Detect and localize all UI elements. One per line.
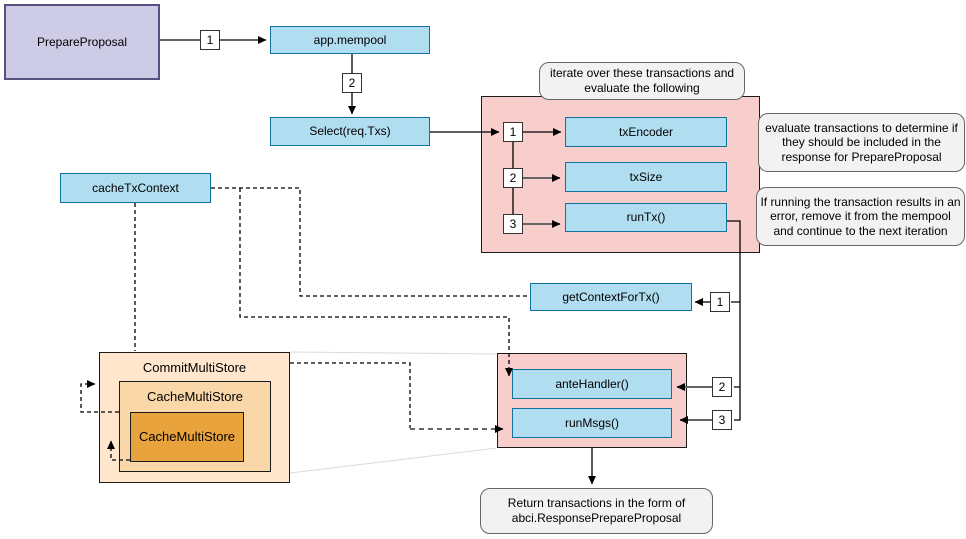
select-txs-label: Select(req.Txs) (309, 124, 391, 139)
badge-call-2-label: 2 (718, 380, 726, 394)
cache-multi-store-inner-label: CacheMultiStore (138, 429, 236, 445)
note-evaluate-text: evaluate transactions to determine if th… (765, 120, 958, 164)
dashed-store-to-runmsgs-a (290, 362, 411, 428)
badge-step-3: 3 (503, 214, 523, 234)
note-iterate-text: iterate over these transactions and eval… (549, 66, 735, 95)
badge-call-3: 3 (712, 410, 732, 430)
assoc-line-top (289, 351, 498, 355)
run-msgs-label: runMsgs() (564, 415, 619, 430)
note-return: Return transactions in the form of abci.… (480, 488, 713, 534)
tx-encoder-node: txEncoder (565, 117, 727, 147)
badge-call-3-label: 3 (718, 413, 726, 427)
run-tx-label: runTx() (626, 210, 666, 225)
cache-multi-store-inner-box: CacheMultiStore (130, 412, 244, 462)
run-msgs-node: runMsgs() (512, 408, 672, 438)
badge-flow-2: 2 (342, 73, 362, 93)
cache-tx-context-node: cacheTxContext (60, 173, 211, 203)
badge-flow-2-label: 2 (348, 76, 356, 90)
tx-size-label: txSize (629, 169, 663, 184)
get-context-for-tx-node: getContextForTx() (530, 283, 692, 311)
get-context-for-tx-label: getContextForTx() (562, 289, 660, 304)
ante-handler-label: anteHandler() (555, 376, 629, 391)
prepare-proposal-label: PrepareProposal (36, 34, 128, 49)
select-txs-node: Select(req.Txs) (270, 117, 430, 146)
run-tx-node: runTx() (565, 203, 727, 232)
badge-step-1-label: 1 (509, 125, 517, 139)
note-return-text: Return transactions in the form of abci.… (507, 496, 686, 525)
badge-step-3-label: 3 (509, 217, 517, 231)
note-evaluate: evaluate transactions to determine if th… (758, 113, 965, 172)
prepare-proposal-node: PrepareProposal (4, 4, 160, 80)
note-on-error: If running the transaction results in an… (756, 187, 965, 246)
badge-flow-1-label: 1 (206, 33, 214, 47)
tx-size-node: txSize (565, 162, 727, 192)
badge-step-2-label: 2 (509, 171, 517, 185)
badge-step-2: 2 (503, 168, 523, 188)
cache-tx-context-label: cacheTxContext (92, 180, 179, 195)
badge-flow-1: 1 (200, 30, 220, 50)
ante-handler-node: anteHandler() (512, 369, 672, 399)
badge-call-1-label: 1 (716, 295, 724, 309)
note-on-error-text: If running the transaction results in an… (760, 194, 961, 238)
cache-multi-store-label: CacheMultiStore (146, 389, 244, 404)
badge-call-1: 1 (710, 292, 730, 312)
dashed-ctx-to-antehandler (239, 188, 513, 377)
note-iterate: iterate over these transactions and eval… (539, 62, 745, 100)
tx-encoder-label: txEncoder (618, 124, 674, 139)
badge-call-2: 2 (712, 377, 732, 397)
assoc-line-bottom (289, 447, 498, 474)
app-mempool-node: app.mempool (270, 26, 430, 54)
commit-multi-store-label: CommitMultiStore (142, 360, 247, 375)
badge-step-1: 1 (503, 122, 523, 142)
app-mempool-label: app.mempool (313, 32, 387, 47)
